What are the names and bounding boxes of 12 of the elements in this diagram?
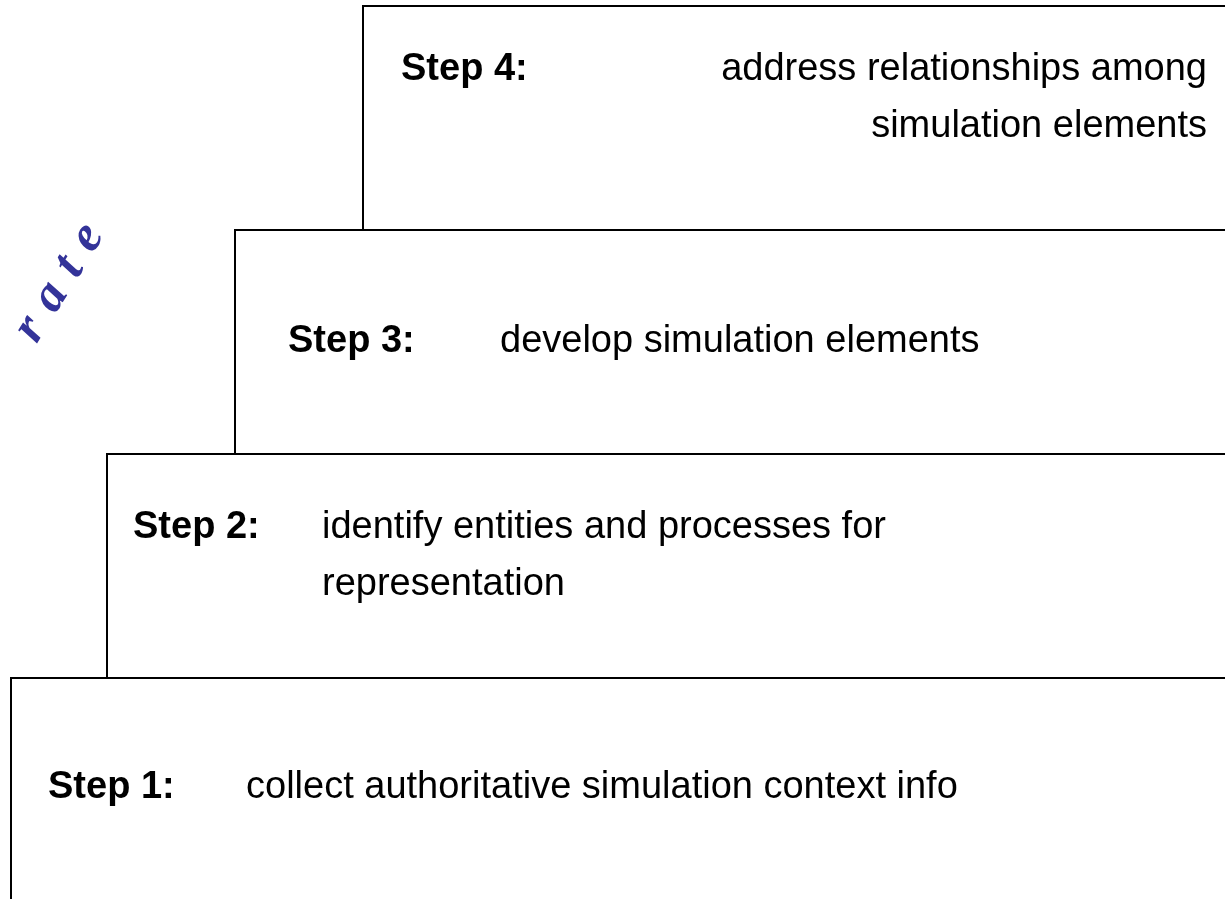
step-label: Step 4:: [401, 45, 528, 90]
step-label: Step 1:: [48, 763, 175, 808]
step-description: address relationships among simulation elements: [720, 45, 1207, 147]
step-description: identify entities and processes for representation: [322, 503, 887, 605]
step-box: [234, 229, 1225, 456]
step-description: collect authoritative simulation context info: [246, 763, 959, 808]
step-box: [10, 677, 1225, 899]
step-description: develop simulation elements: [500, 317, 981, 362]
step-box: [106, 453, 1225, 680]
step-label: Step 2:: [133, 503, 260, 548]
step-box: [362, 5, 1225, 232]
step-label: Step 3:: [288, 317, 415, 362]
